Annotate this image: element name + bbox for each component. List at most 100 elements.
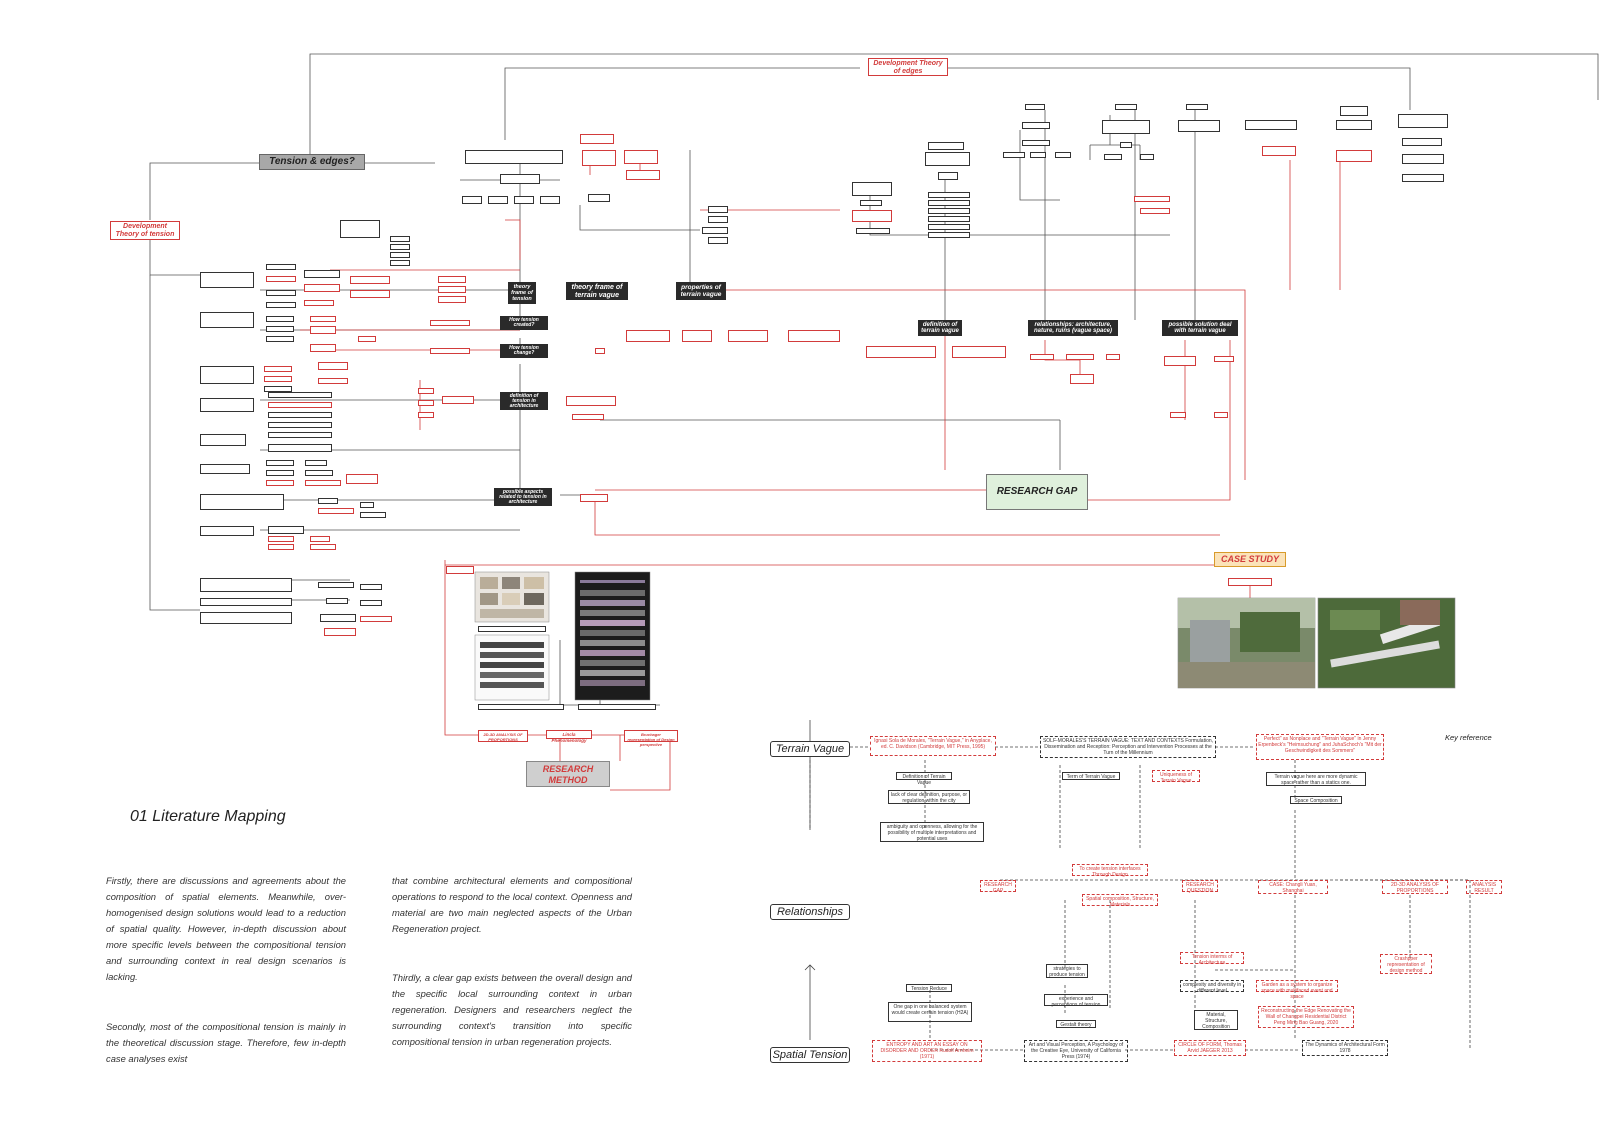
literature-node xyxy=(488,196,508,204)
mm-crashpper: Crashpper representation of design metho… xyxy=(1380,954,1432,974)
literature-node xyxy=(624,150,658,164)
literature-node xyxy=(318,508,354,514)
literature-node xyxy=(268,402,332,408)
mm-sola-morales: Ignasi Sola de Morales, "Terrain Vague,"… xyxy=(870,736,996,756)
literature-node xyxy=(200,398,254,412)
literature-node xyxy=(852,182,892,196)
literature-node xyxy=(478,626,546,632)
literature-node xyxy=(264,376,292,382)
literature-node xyxy=(580,494,608,502)
literature-node xyxy=(264,366,292,372)
mm-gestalt: Gestalt theory xyxy=(1056,1020,1096,1028)
page-title: 01 Literature Mapping xyxy=(130,808,286,825)
theory-frame-tension-node: theory frame of tension xyxy=(508,282,536,304)
literature-node xyxy=(268,544,294,550)
mm-term-terrain: Term of Terrain Vague xyxy=(1062,772,1120,780)
mm-dynamics-form: The Dynamics of Architectural Form 1978 xyxy=(1302,1040,1388,1056)
literature-node xyxy=(320,614,356,622)
literature-node xyxy=(1228,578,1272,586)
mm-analysis-proportions: 2D-3D ANALYSIS OF PROPORTIONS xyxy=(1382,880,1448,894)
literature-node xyxy=(580,134,614,144)
case-study-hub: CASE STUDY xyxy=(1214,552,1286,567)
mm-dynamic-space: Terrain vague here are more dynamic spac… xyxy=(1266,772,1366,786)
literature-node xyxy=(1214,356,1234,362)
literature-node xyxy=(304,300,334,306)
literature-node xyxy=(360,616,392,622)
literature-node xyxy=(1262,146,1296,156)
literature-node xyxy=(866,346,936,358)
literature-node xyxy=(438,276,466,283)
literature-node xyxy=(1398,114,1448,128)
literature-node xyxy=(390,236,410,242)
literature-node xyxy=(1186,104,1208,110)
mm-perfect-nonplace: Perfect" as Nonplace and "Terrain Vague"… xyxy=(1256,734,1384,760)
literature-node xyxy=(1104,154,1122,160)
literature-node xyxy=(266,276,296,282)
literature-node xyxy=(1340,106,1368,116)
literature-node xyxy=(446,566,474,574)
paragraph-fourth: Thirdly, a clear gap exists between the … xyxy=(392,972,632,1047)
literature-node xyxy=(350,290,390,298)
literature-node xyxy=(266,264,296,270)
literature-node xyxy=(200,312,254,328)
literature-node xyxy=(928,232,970,238)
literature-node xyxy=(1134,196,1170,202)
relationships-node: relationships: architecture, nature, rui… xyxy=(1028,320,1118,336)
literature-node xyxy=(310,326,336,334)
literature-node xyxy=(1336,120,1372,130)
paragraph-first: Firstly, there are discussions and agree… xyxy=(106,875,346,982)
properties-terrain-node: properties of terrain vague xyxy=(676,282,726,300)
literature-node xyxy=(928,200,970,206)
dev-theory-edges-label: Development Theory of edges xyxy=(868,58,948,76)
literature-node xyxy=(200,272,254,288)
paragraph-third: that combine architectural elements and … xyxy=(392,875,632,934)
literature-node xyxy=(268,392,332,398)
literature-node xyxy=(268,422,332,428)
mm-research-question: RESEARCH QUESTION xyxy=(1182,880,1218,894)
research-method-hub: RESEARCH METHOD xyxy=(526,761,610,787)
literature-node xyxy=(860,200,882,206)
literature-node xyxy=(360,584,382,590)
literature-node xyxy=(928,224,970,230)
literature-node xyxy=(1022,140,1050,146)
mm-lack-clear: lack of clear definition, purpose, or re… xyxy=(888,790,970,804)
literature-node xyxy=(350,276,390,284)
literature-node xyxy=(266,290,296,296)
literature-node xyxy=(360,502,374,508)
mm-one-gap: One gap in one balanced system would cre… xyxy=(888,1002,972,1022)
literature-node xyxy=(318,498,338,504)
literature-node xyxy=(1170,412,1186,418)
mm-circle-form: CIRCLE OF FORM, Thomas Arvid JAEGER 2013 xyxy=(1174,1040,1246,1056)
mm-design-interfaces: To create tension interfaces Through Des… xyxy=(1072,864,1148,878)
literature-node xyxy=(310,536,330,542)
row-label-relationships: Relationships xyxy=(770,904,850,920)
literature-node xyxy=(1402,174,1444,182)
mm-uniqueness: Uniqueness of Terrain Vague xyxy=(1152,770,1200,784)
literature-node xyxy=(462,196,482,204)
mm-spatial-composition: Spatial composition, Structure, Material… xyxy=(1082,894,1158,908)
literature-node xyxy=(200,526,254,536)
literature-node xyxy=(200,578,292,592)
literature-node xyxy=(326,598,348,604)
mm-art-visual: Art and Visual Perception, A Psychology … xyxy=(1024,1040,1128,1062)
literature-node xyxy=(708,216,728,223)
literature-node xyxy=(1140,154,1154,160)
literature-node xyxy=(418,412,434,418)
mm-material-structure: Material, Structure, Composition xyxy=(1194,1010,1238,1030)
mm-case-shanghai: CASE: Changli Yuan, Shanghai xyxy=(1258,880,1328,894)
literature-node xyxy=(264,386,292,392)
literature-node xyxy=(1106,354,1120,360)
literature-node xyxy=(266,480,294,486)
literature-node xyxy=(578,704,656,710)
literature-node xyxy=(200,598,292,606)
literature-node xyxy=(318,362,348,370)
literature-node xyxy=(266,326,294,332)
possible-solution-node: possible solution deal with terrain vagu… xyxy=(1162,320,1238,336)
literature-node xyxy=(390,244,410,250)
mm-analysis-result: ANALYSIS RESULT xyxy=(1466,880,1502,894)
literature-node xyxy=(595,348,605,354)
literature-node xyxy=(358,336,376,342)
literature-node xyxy=(1402,154,1444,164)
literature-node xyxy=(266,336,294,342)
literature-node xyxy=(1115,104,1137,110)
